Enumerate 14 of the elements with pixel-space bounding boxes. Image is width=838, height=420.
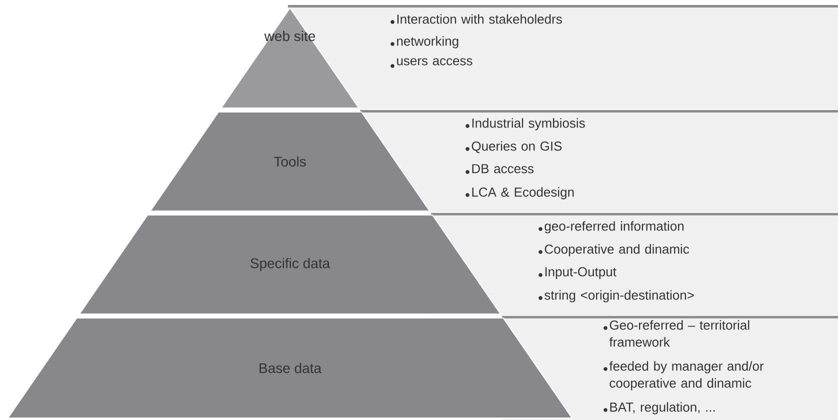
bullet-item: Cooperative and dinamic (544, 244, 690, 256)
bullet-item: LCA & Ecodesign (472, 187, 574, 200)
bullet-item: BAT, regulation, ... (610, 402, 715, 414)
bullet-item: users access (397, 58, 472, 66)
bullet-item: Interaction with stakeholedrs (397, 14, 562, 24)
bullet-item: Queries on GIS (472, 141, 562, 154)
bullet-item: networking (397, 36, 458, 48)
bullet-item: Industrial symbiosis (472, 118, 585, 130)
bullet-item: Geo-referred – territorial framework (609, 320, 750, 347)
bullet-item: Input-Output (545, 267, 616, 279)
bullet-item: feeded by manager and/or cooperative and dinamic (609, 361, 764, 390)
bullet-item: geo-referred information (544, 221, 684, 234)
bullet-item: DB access (472, 164, 534, 174)
bullet-item: string <origin-destination> (544, 290, 694, 302)
